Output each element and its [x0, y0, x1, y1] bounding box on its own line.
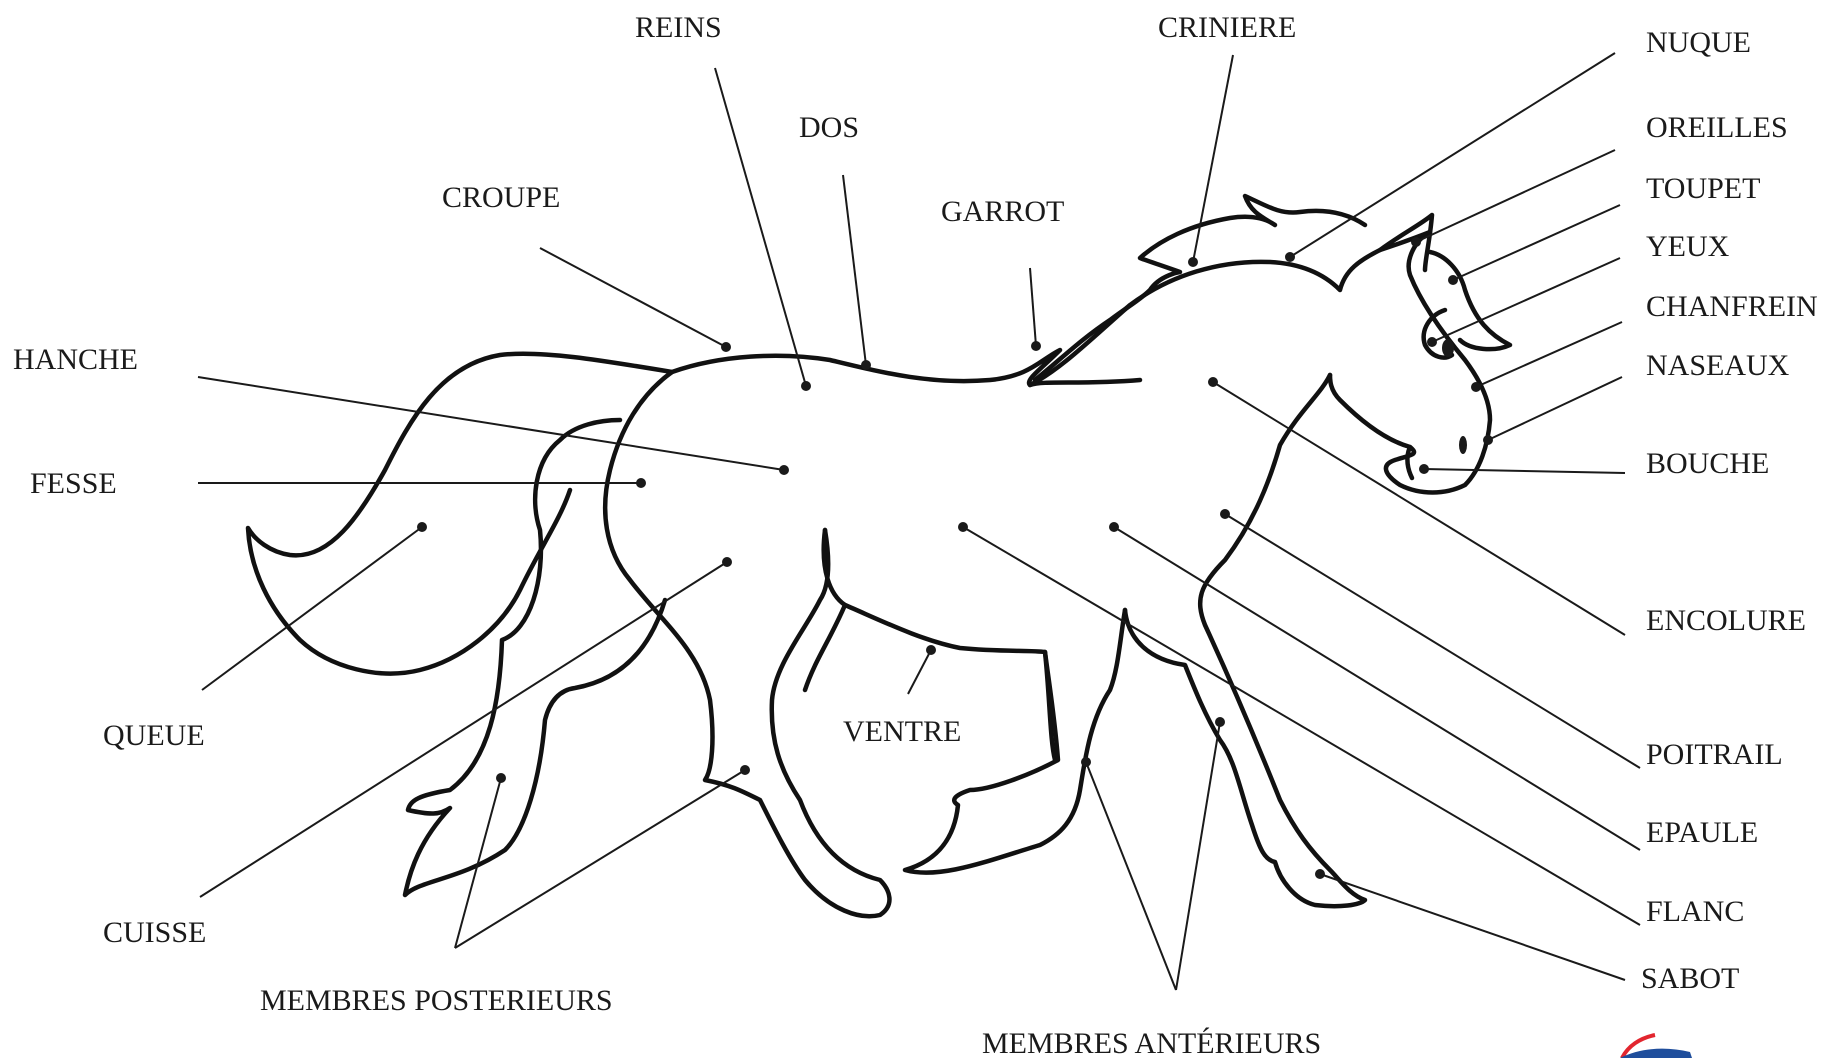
horse-forelock	[1430, 252, 1510, 349]
leader-naseaux	[1488, 377, 1622, 440]
label-hanche: HANCHE	[13, 343, 138, 376]
dot-membres-anterieurs-b	[1215, 717, 1225, 727]
horse-rump-and-near-hind	[605, 372, 889, 916]
horse-front-leg-near	[1125, 375, 1365, 906]
horse-outline	[248, 196, 1510, 916]
dot-flanc	[958, 522, 968, 532]
leader-flanc	[963, 527, 1640, 925]
horse-mouth	[1407, 447, 1412, 478]
dot-bouche	[1419, 464, 1429, 474]
label-garrot: GARROT	[941, 195, 1064, 228]
leader-membres-posterieurs-a	[455, 778, 501, 948]
labels: REINS CRINIERE NUQUE DOS OREILLES CROUPE…	[13, 11, 1818, 1058]
dot-croupe	[721, 342, 731, 352]
dot-dos	[861, 360, 871, 370]
leader-membres-anterieurs-b	[1176, 722, 1220, 990]
dot-encolure	[1208, 377, 1218, 387]
label-encolure: ENCOLURE	[1646, 604, 1806, 637]
leader-dos	[843, 175, 866, 365]
dot-naseaux	[1483, 435, 1493, 445]
leader-criniere	[1193, 55, 1233, 262]
dot-membres-posterieurs-b	[740, 765, 750, 775]
label-bouche: BOUCHE	[1646, 447, 1769, 480]
leader-reins	[715, 68, 806, 386]
horse-hind-leg-back	[405, 420, 665, 895]
dot-toupet	[1448, 275, 1458, 285]
dot-reins	[801, 381, 811, 391]
leader-poitrail	[1225, 514, 1640, 768]
leader-yeux	[1432, 258, 1620, 342]
label-naseaux: NASEAUX	[1646, 349, 1790, 382]
dot-garrot	[1031, 341, 1041, 351]
label-poitrail: POITRAIL	[1646, 738, 1783, 771]
label-cuisse: CUISSE	[103, 916, 206, 949]
label-epaule: EPAULE	[1646, 816, 1758, 849]
label-croupe: CROUPE	[442, 181, 560, 214]
dot-sabot	[1315, 869, 1325, 879]
dot-criniere	[1188, 257, 1198, 267]
leader-garrot	[1030, 268, 1036, 346]
logo-fragment	[1620, 1035, 1692, 1058]
dot-yeux	[1427, 337, 1437, 347]
leader-oreilles	[1416, 150, 1615, 242]
leader-hanche	[198, 377, 784, 470]
dot-nuque	[1285, 252, 1295, 262]
label-membres-posterieurs: MEMBRES POSTERIEURS	[260, 984, 613, 1017]
label-queue: QUEUE	[103, 719, 205, 752]
leader-nuque	[1290, 53, 1615, 257]
leader-membres-posterieurs-b	[455, 770, 745, 948]
dot-queue	[417, 522, 427, 532]
leader-bouche	[1424, 469, 1625, 473]
horse-eye-pupil	[1442, 339, 1454, 357]
label-chanfrein: CHANFREIN	[1646, 290, 1818, 323]
label-reins: REINS	[635, 11, 722, 44]
label-yeux: YEUX	[1646, 230, 1730, 263]
label-sabot: SABOT	[1641, 962, 1739, 995]
dot-fesse	[636, 478, 646, 488]
label-flanc: FLANC	[1646, 895, 1744, 928]
label-criniere: CRINIERE	[1158, 11, 1296, 44]
logo-blue-shape	[1620, 1049, 1692, 1058]
dot-cuisse	[722, 557, 732, 567]
leader-lines	[198, 53, 1640, 990]
dot-membres-anterieurs-a	[1081, 757, 1091, 767]
label-toupet: TOUPET	[1646, 172, 1760, 205]
horse-neck-and-head	[1030, 232, 1490, 493]
leader-croupe	[540, 248, 726, 347]
dot-poitrail	[1220, 509, 1230, 519]
dot-membres-posterieurs-a	[496, 773, 506, 783]
dot-chanfrein	[1471, 382, 1481, 392]
dot-oreilles	[1411, 237, 1421, 247]
horse-tail	[248, 354, 672, 674]
dot-epaule	[1109, 522, 1119, 532]
label-nuque: NUQUE	[1646, 26, 1751, 59]
leader-membres-anterieurs-a	[1086, 762, 1176, 990]
dot-hanche	[779, 465, 789, 475]
label-ventre: VENTRE	[843, 715, 961, 748]
label-oreilles: OREILLES	[1646, 111, 1788, 144]
leader-ventre	[908, 650, 931, 694]
dot-ventre	[926, 645, 936, 655]
horse-nostril	[1459, 436, 1467, 454]
label-fesse: FESSE	[30, 467, 117, 500]
leader-chanfrein	[1476, 322, 1622, 387]
leader-encolure	[1213, 382, 1625, 635]
label-membres-anterieurs: MEMBRES ANTÉRIEURS	[982, 1027, 1321, 1058]
label-dos: DOS	[799, 111, 859, 144]
